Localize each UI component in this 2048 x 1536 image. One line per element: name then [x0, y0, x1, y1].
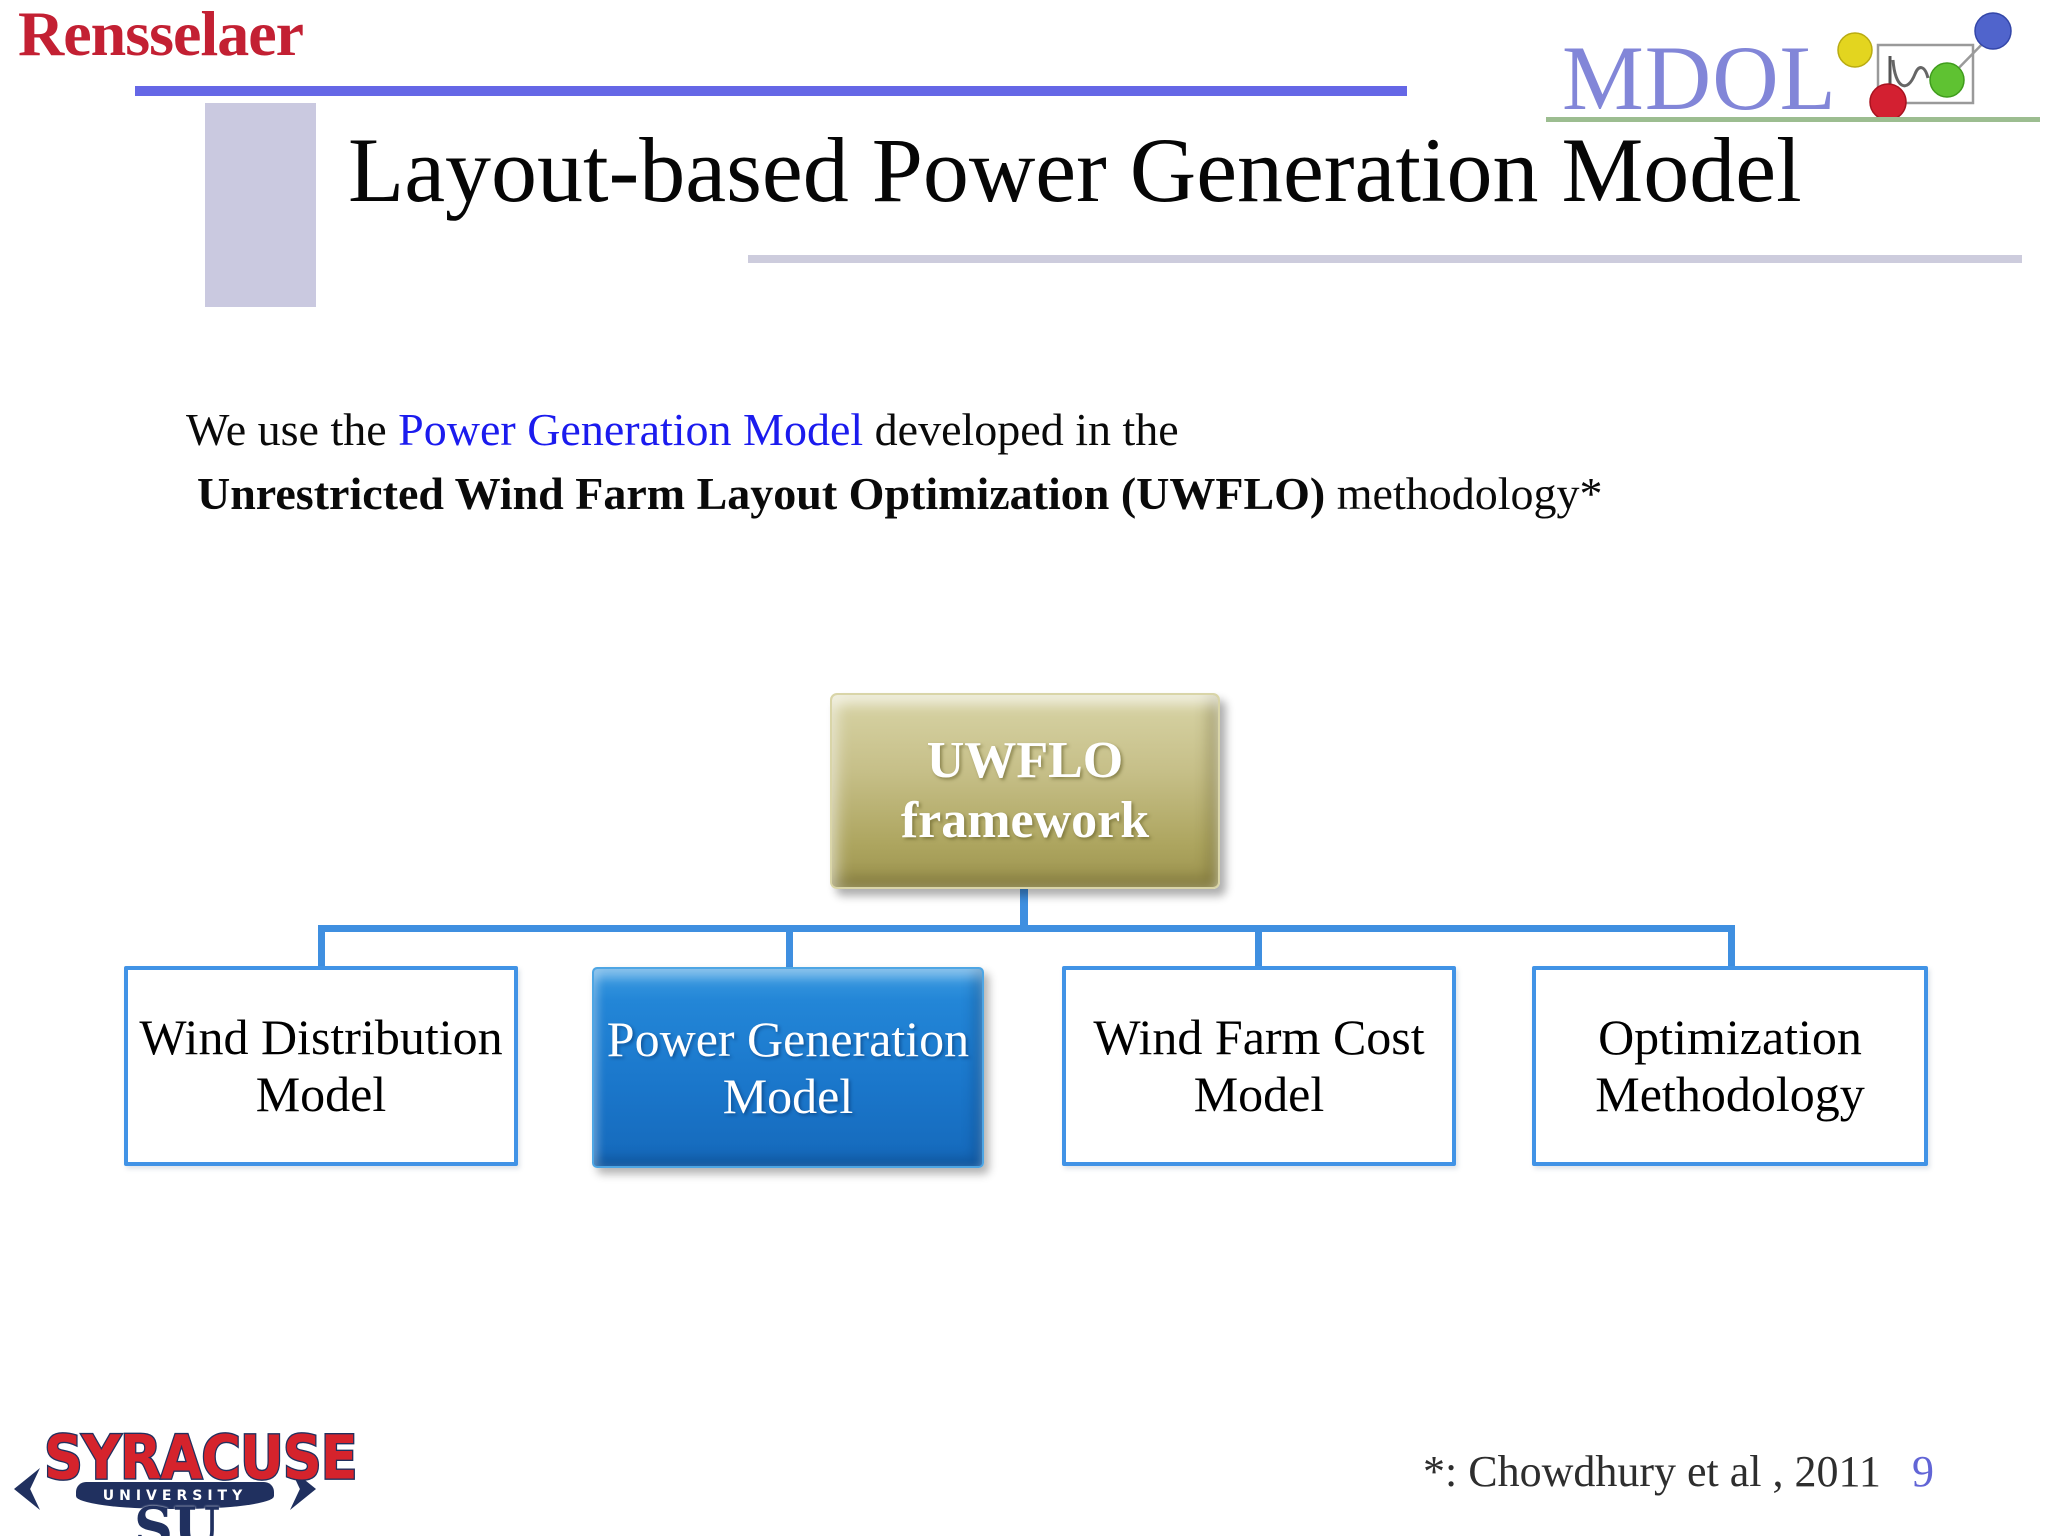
box-line1: Optimization [1598, 1009, 1862, 1065]
page-title: Layout-based Power Generation Model [348, 119, 1802, 221]
diagram-box-uwflo-framework: UWFLO framework [830, 693, 1220, 889]
connector-stub-1 [318, 930, 325, 967]
connector-horizontal [318, 925, 1735, 932]
syracuse-logo: SYRACUSE UNIVERSITY SU [14, 1426, 359, 1536]
diagram-box-wind-distribution-model: Wind Distribution Model [124, 966, 518, 1166]
footnote-citation: *: Chowdhury et al , 2011 [1423, 1447, 1881, 1496]
box-line2: Model [722, 1067, 854, 1124]
rensselaer-logo: Rensselaer [18, 0, 304, 69]
header-divider-line [135, 86, 1407, 96]
syracuse-wordmark: SYRACUSE [43, 1422, 359, 1493]
title-underline [748, 255, 2022, 263]
box-line1: Power Generation [606, 1010, 970, 1067]
syracuse-burst-left-icon [14, 1468, 40, 1510]
box-line1: Wind Farm Cost [1093, 1009, 1425, 1065]
connector-stub-3 [1255, 930, 1262, 967]
diagram-box-power-generation-model: Power Generation Model [592, 967, 984, 1168]
body-line1-prefix: We use the [186, 404, 399, 455]
body-line1-suffix: developed in the [863, 404, 1179, 455]
box-line2: Model [255, 1066, 387, 1122]
connector-root-vertical [1020, 883, 1028, 929]
mdol-logo-underline [1546, 117, 2040, 122]
body-line1-highlight: Power Generation Model [398, 404, 864, 455]
syracuse-university-text: UNIVERSITY [102, 1487, 248, 1504]
root-box-line1: UWFLO [926, 732, 1124, 789]
syracuse-university-band: UNIVERSITY [76, 1482, 274, 1509]
mdol-graph-icon [1837, 12, 2012, 120]
diagram-box-wind-farm-cost-model: Wind Farm Cost Model [1062, 966, 1456, 1166]
box-line2: Model [1193, 1066, 1325, 1122]
title-accent-block [205, 103, 316, 307]
body-line2-bold: Unrestricted Wind Farm Layout Optimizati… [197, 468, 1326, 519]
connector-stub-2 [786, 930, 793, 969]
box-line2: Methodology [1595, 1066, 1865, 1122]
root-box-line2: framework [900, 792, 1150, 849]
mdol-logo-text: MDOL [1562, 27, 1837, 129]
body-line-1: We use the Power Generation Model develo… [186, 398, 1603, 462]
body-line2-suffix: methodology* [1325, 468, 1603, 519]
page-number: 9 [1912, 1447, 1934, 1496]
syracuse-su-monogram: SU [134, 1495, 221, 1536]
body-line-2: Unrestricted Wind Farm Layout Optimizati… [197, 462, 1603, 526]
mdol-logo: MDOL [1546, 0, 2044, 125]
body-text: We use the Power Generation Model develo… [186, 398, 1603, 526]
diagram-box-optimization-methodology: Optimization Methodology [1532, 966, 1928, 1166]
box-line1: Wind Distribution [139, 1009, 503, 1065]
connector-stub-4 [1728, 930, 1735, 967]
